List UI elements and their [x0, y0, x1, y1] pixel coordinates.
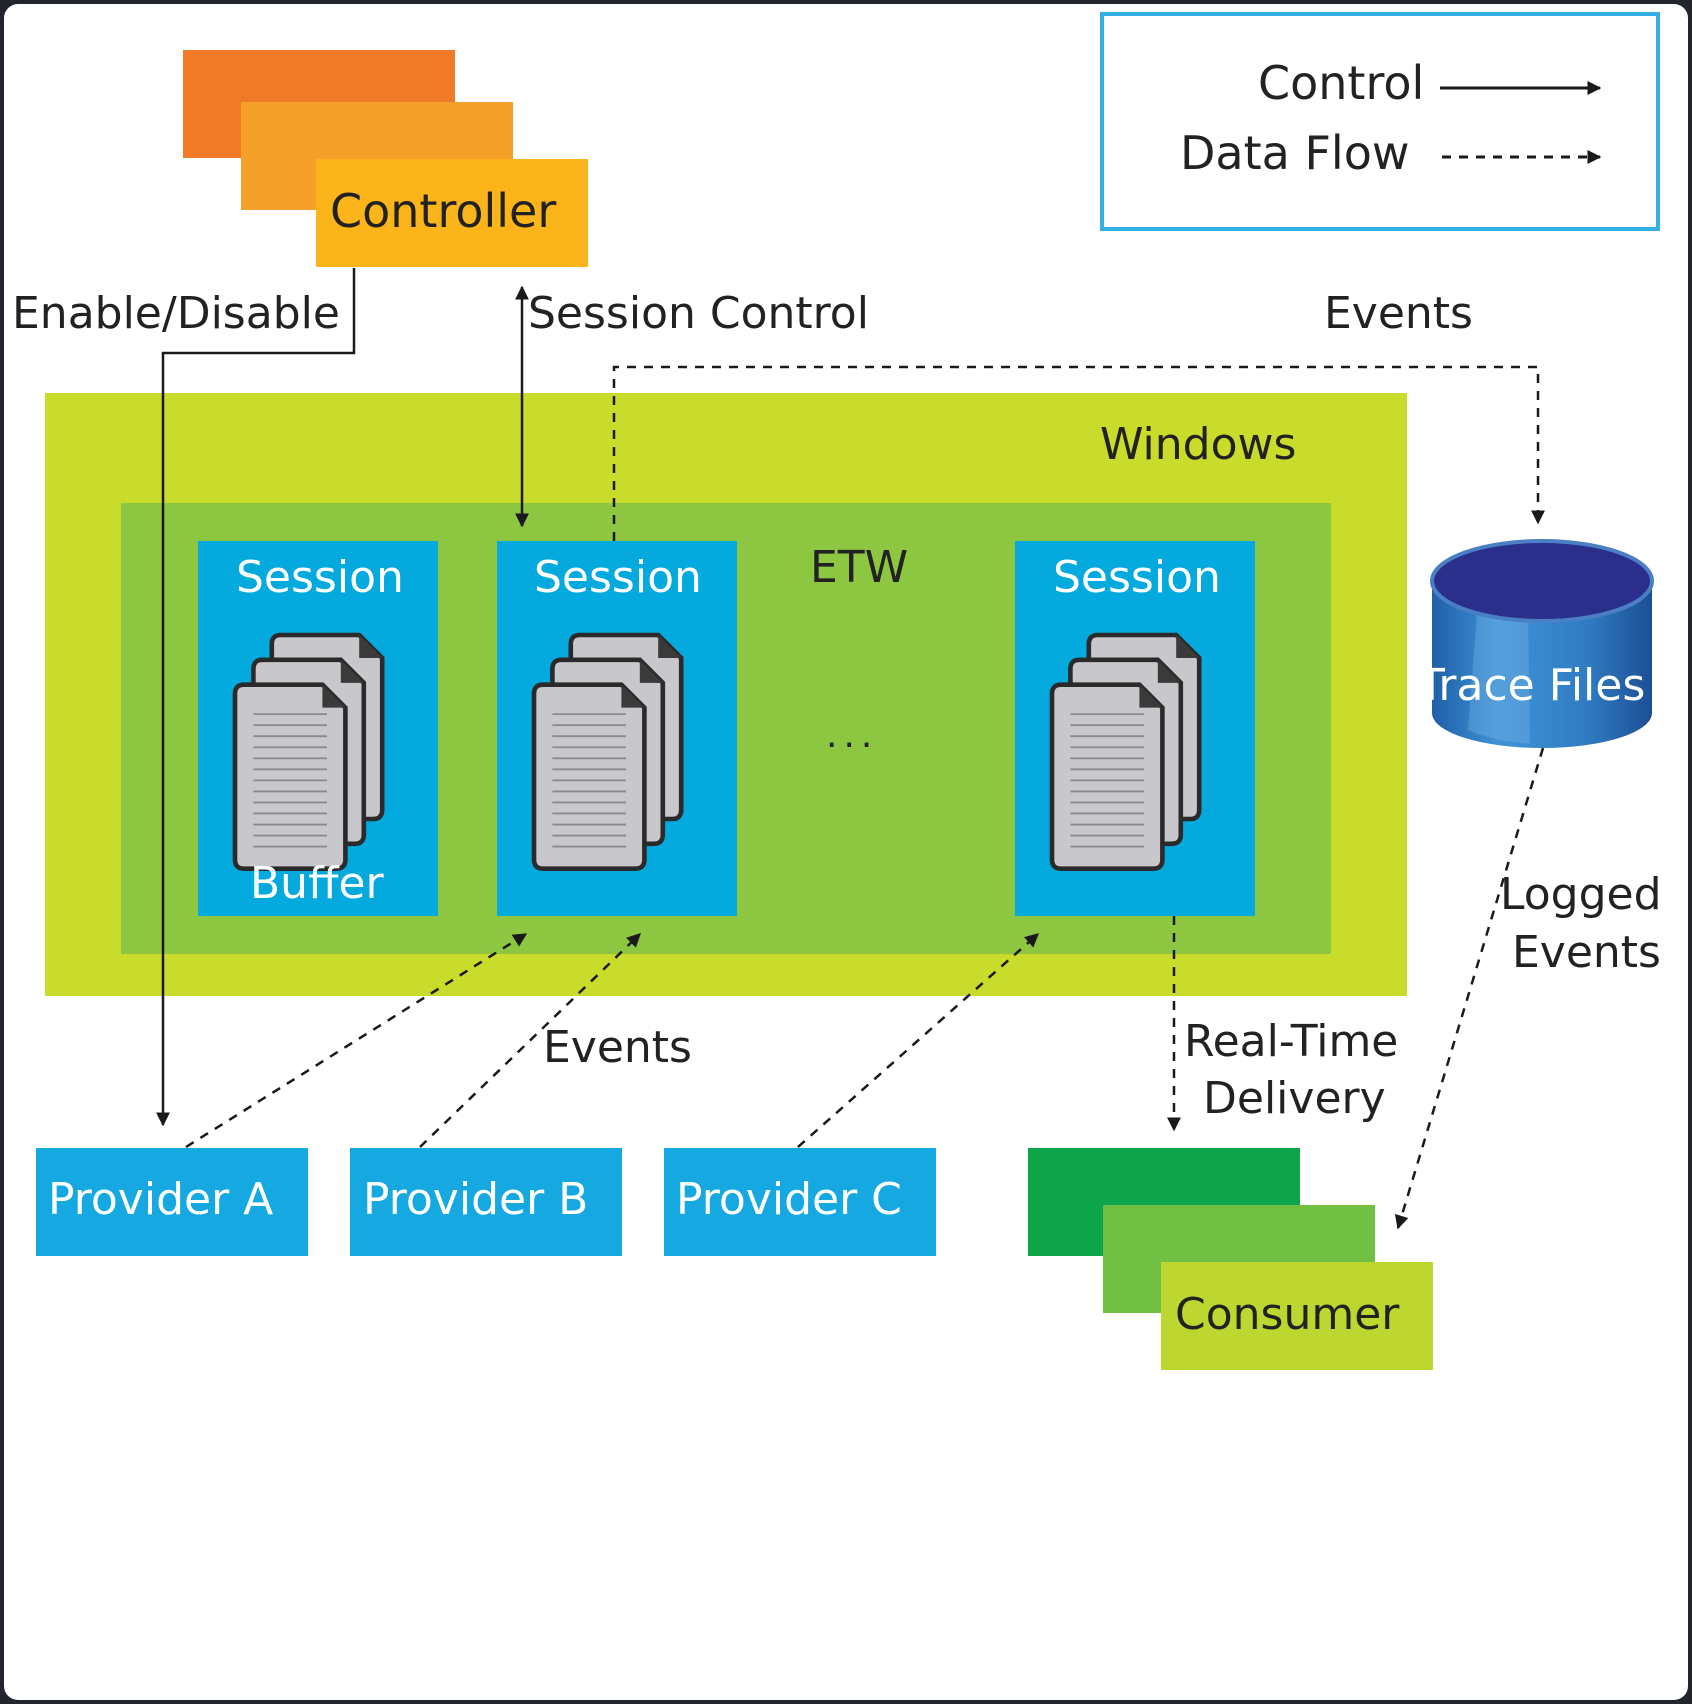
provider-a-label: Provider A — [48, 1174, 274, 1225]
events-to-trace-arrow — [612, 365, 1545, 541]
buffer-stack-3 — [1052, 635, 1199, 869]
windows-label: Windows — [1100, 419, 1297, 470]
session-2-title: Session — [534, 552, 702, 603]
trace-files-label-clip: Trace Files — [1432, 660, 1652, 720]
ellipsis-label: ... — [826, 715, 879, 756]
provider-b-label: Provider B — [363, 1174, 589, 1225]
controller-box — [316, 159, 588, 267]
logged-label-line2: Events — [1512, 927, 1661, 978]
buffer-stack-1 — [235, 635, 382, 869]
logged-label-line1: Logged — [1500, 869, 1662, 920]
buffer-stack-2 — [534, 635, 681, 869]
legend-control-label: Control — [1258, 56, 1425, 110]
session-1-title: Session — [236, 552, 404, 603]
provider-c-events-arrow — [797, 933, 1040, 1148]
enable-disable-arrow — [156, 268, 356, 1127]
etw-label: ETW — [810, 542, 909, 593]
realtime-label-line1: Real-Time — [1184, 1016, 1399, 1067]
events-bottom-label: Events — [543, 1022, 692, 1073]
events-top-label: Events — [1324, 288, 1473, 339]
provider-b-box — [350, 1148, 622, 1256]
legend-dataflow-label: Data Flow — [1180, 126, 1410, 180]
realtime-label-line2: Delivery — [1203, 1073, 1386, 1124]
controller-label: Controller — [330, 184, 557, 238]
enable-disable-label: Enable/Disable — [12, 288, 340, 339]
trace-files-cylinder — [1430, 539, 1654, 748]
session-3-title: Session — [1053, 552, 1221, 603]
provider-b-events-arrow — [419, 933, 642, 1148]
session-control-label: Session Control — [528, 288, 869, 339]
provider-c-box — [664, 1148, 936, 1256]
legend-box — [1100, 12, 1660, 231]
buffer-label: Buffer — [250, 858, 384, 909]
consumer-label: Consumer — [1175, 1289, 1400, 1340]
provider-a-box — [36, 1148, 308, 1256]
trace-files-label: Trace Files — [1432, 660, 1646, 711]
provider-c-label: Provider C — [676, 1174, 902, 1225]
consumer-box — [1161, 1262, 1433, 1370]
